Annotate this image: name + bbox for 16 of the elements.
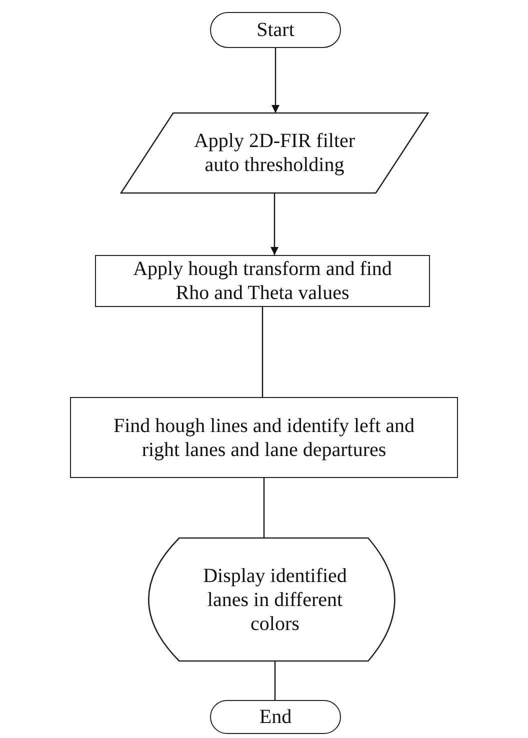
terminator [210,12,341,48]
node-label: End [258,705,293,729]
node-label: Apply 2D-FIR filter auto thresholding [192,129,356,177]
process-box [95,255,430,307]
node-label: Display identified lanes in different colors [202,564,348,636]
arrow [270,193,278,255]
node-label: Apply hough transform and find Rho and Theta values [132,257,393,305]
process-box [70,397,458,478]
node-label: Find hough lines and identify left and right lanes and lane departures [112,414,416,462]
input-output-box [121,113,428,193]
connector-line [263,478,265,538]
node-label: Start [256,18,296,42]
connector-line [262,307,264,397]
connector-line [274,661,276,700]
arrow [272,48,280,113]
terminator [210,700,341,734]
